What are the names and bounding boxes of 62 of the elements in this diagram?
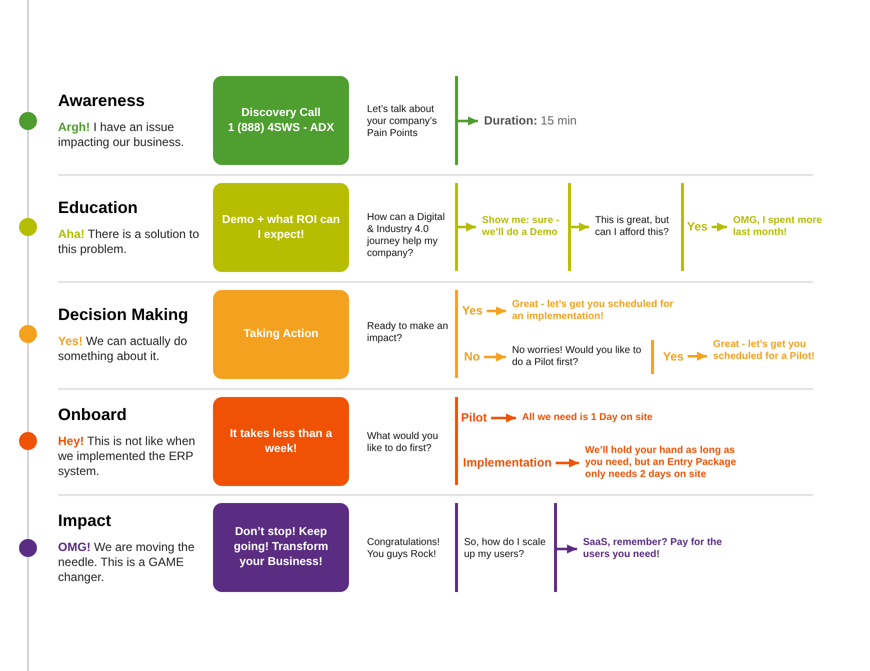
arrow — [486, 306, 506, 316]
question-text: Ready to make an impact? — [367, 321, 450, 345]
action-text: Taking Action — [244, 327, 318, 342]
stage-description: OMG! We are moving the needle. This is a GAME changer. — [58, 540, 196, 584]
divider-bar — [455, 397, 458, 485]
divider-bar — [455, 503, 458, 592]
divider-bar — [568, 183, 571, 271]
answer-text: Show me: sure - we’ll do a Demo — [482, 215, 566, 239]
action-text: Demo + what ROI can I expect! — [221, 212, 341, 242]
stage-title: Onboard — [58, 404, 128, 424]
answer-text: SaaS, remember? Pay for the users you need! — [583, 537, 723, 561]
divider-bar — [455, 183, 458, 271]
stage-action-card — [213, 290, 349, 379]
arrow — [458, 116, 478, 126]
question-text: So, how do I scale up my users? — [464, 537, 547, 561]
stage-action-card — [213, 503, 349, 592]
stage-description: Aha! There is a solution to this problem. — [58, 227, 200, 257]
stage-title: Awareness — [58, 91, 146, 111]
question-text: What would you like to do first? — [367, 431, 440, 455]
question-text: No worries! Would you like to do a Pilot first? — [512, 345, 648, 369]
stage-action-card — [213, 397, 349, 486]
arrow — [484, 352, 506, 362]
option-label: Implementation — [463, 456, 552, 470]
option-label: Yes — [462, 304, 483, 318]
action-text: 1 (888) 4SWS - ADX — [228, 120, 334, 136]
stage-action-card — [213, 183, 349, 272]
stage-title: Education — [58, 198, 139, 218]
divider-bar — [455, 290, 458, 378]
divider-bar — [455, 76, 458, 165]
option-label: Pilot — [461, 410, 487, 426]
answer-text: We’ll hold your hand as long as you need, but an Entry Package only needs 2 days on site — [585, 445, 740, 481]
answer-text: Great - let’s get you scheduled for an implementation! — [512, 299, 682, 323]
stage-action-card — [213, 76, 349, 165]
action-text: It takes less than a week! — [228, 426, 334, 456]
divider-bar — [681, 183, 684, 271]
option-label: Yes — [687, 220, 708, 234]
arrow — [556, 458, 579, 468]
arrow — [571, 222, 589, 232]
answer-text: Great - let’s get you scheduled for a Pilot! — [713, 339, 828, 363]
stage-description: Argh! I have an issue impacting our business. — [58, 120, 186, 150]
question-text: Congratulations! You guys Rock! — [367, 537, 441, 561]
divider-bar — [651, 340, 654, 374]
stage-description: Yes! We can actually do something about it. — [58, 334, 188, 364]
arrow — [688, 352, 707, 361]
duration-text: Duration: 15 min — [484, 114, 644, 128]
question-text: Let’s talk about your company’s Pain Points — [367, 104, 438, 140]
divider-bar — [554, 503, 557, 592]
question-text: This is great, but can I afford this? — [595, 215, 679, 239]
arrow — [491, 414, 516, 422]
stage-title: Impact — [58, 510, 112, 530]
arrow — [458, 222, 476, 232]
action-text: Discovery Call — [241, 106, 321, 120]
option-label: Yes — [663, 350, 684, 364]
stage-description: Hey! This is not like when we implemented the ERP system. — [58, 434, 196, 478]
answer-text: OMG, I spent more last month! — [733, 215, 833, 239]
arrow — [712, 222, 727, 232]
question-text: How can a Digital & Industry 4.0 journey help my company? — [367, 212, 446, 260]
stage-title: Decision Making — [58, 305, 190, 325]
action-text: Don’t stop! Keep going! Transform your Business! — [232, 525, 330, 570]
arrow — [557, 544, 577, 554]
option-label: No — [464, 350, 480, 364]
answer-text: All we need is 1 Day on site — [522, 412, 722, 424]
